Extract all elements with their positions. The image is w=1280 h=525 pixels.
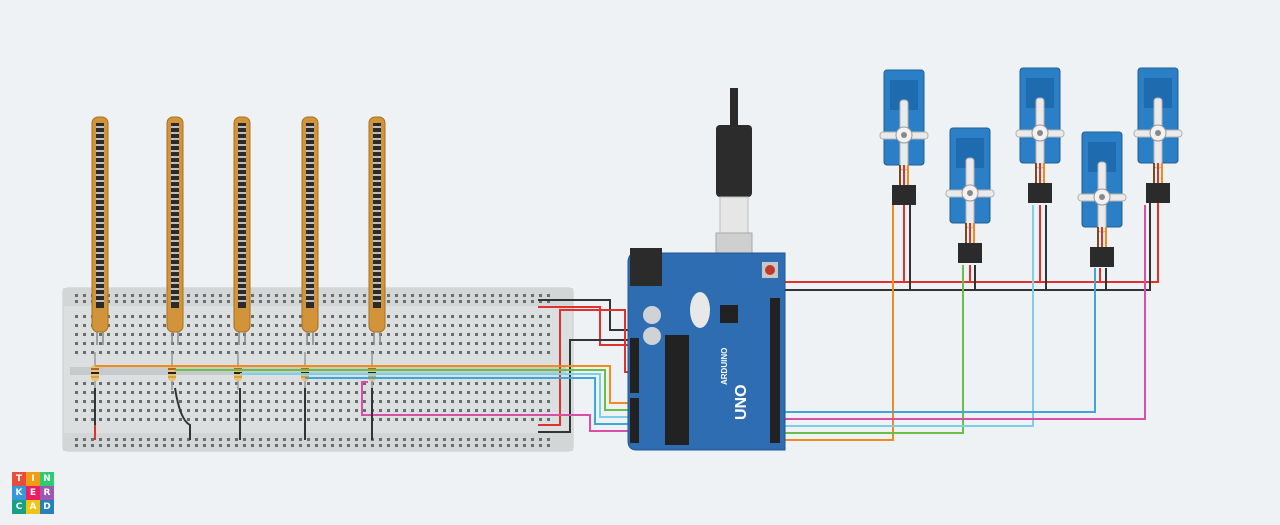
logo-letter: C bbox=[12, 500, 26, 514]
wire-servo1-signal bbox=[778, 205, 894, 441]
flex-sensor bbox=[368, 116, 386, 345]
wire-a4 bbox=[361, 381, 640, 432]
wires bbox=[94, 200, 1159, 441]
arduino-model: UNO bbox=[733, 384, 750, 420]
logo-letter: N bbox=[40, 472, 54, 486]
servos bbox=[879, 67, 1183, 267]
flex-sensor bbox=[166, 116, 184, 345]
wire-5v-top bbox=[538, 306, 640, 346]
logo-letter: K bbox=[12, 486, 26, 500]
wire-a3 bbox=[305, 377, 640, 425]
usb-cable bbox=[715, 88, 753, 272]
servo-motor bbox=[879, 69, 929, 205]
servo-motor bbox=[1015, 67, 1065, 203]
flex-sensor bbox=[233, 116, 251, 345]
arduino-uno[interactable]: ARDUINO UNO bbox=[627, 248, 786, 451]
wire-servo4-signal bbox=[778, 268, 1096, 413]
servo-motor bbox=[1133, 67, 1183, 203]
wire-servo3-signal bbox=[778, 205, 1034, 427]
servo-motor bbox=[945, 127, 995, 263]
flex-sensor bbox=[301, 116, 319, 345]
resistor bbox=[168, 352, 176, 390]
flex-sensor bbox=[91, 116, 109, 345]
reset-button bbox=[765, 265, 775, 275]
wire-servo2-signal bbox=[778, 265, 964, 434]
logo-letter: I bbox=[26, 472, 40, 486]
resistor bbox=[91, 352, 99, 390]
wire-servo5-signal bbox=[778, 205, 1146, 420]
arduino-brand: ARDUINO bbox=[720, 348, 729, 385]
logo-letter: E bbox=[26, 486, 40, 500]
servo-motor bbox=[1077, 131, 1127, 267]
wire-a1 bbox=[175, 369, 640, 411]
logo-letter: R bbox=[40, 486, 54, 500]
logo-letter: D bbox=[40, 500, 54, 514]
wire-a2 bbox=[240, 373, 640, 418]
wire-a0 bbox=[95, 365, 640, 404]
logo-letter: A bbox=[26, 500, 40, 514]
atmega-chip bbox=[665, 335, 689, 445]
logo-letter: T bbox=[12, 472, 26, 486]
flex-sensors bbox=[91, 116, 386, 345]
